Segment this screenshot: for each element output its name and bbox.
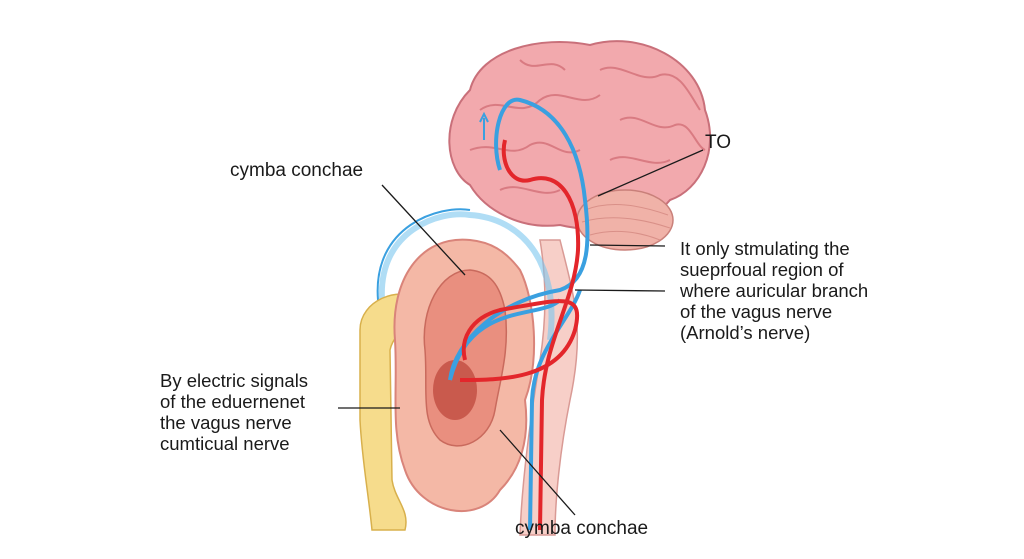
label-electric-signals: By electric signals of the eduernenet th… [160,370,309,454]
nerve-blue [448,97,590,381]
ear-outline-arc [378,211,555,341]
nerve-red [459,139,581,531]
label-arnolds-nerve: It only stmulating the sueprfoual region… [680,238,869,343]
label-cymba-conchae-bottom: cymba conchae [515,518,649,539]
leader-lines [338,149,704,516]
label-cymba-conchae-top: cymba conchae [230,160,364,181]
brain-gyri [469,59,706,194]
label-to: TO [705,132,732,153]
brain [448,40,711,230]
